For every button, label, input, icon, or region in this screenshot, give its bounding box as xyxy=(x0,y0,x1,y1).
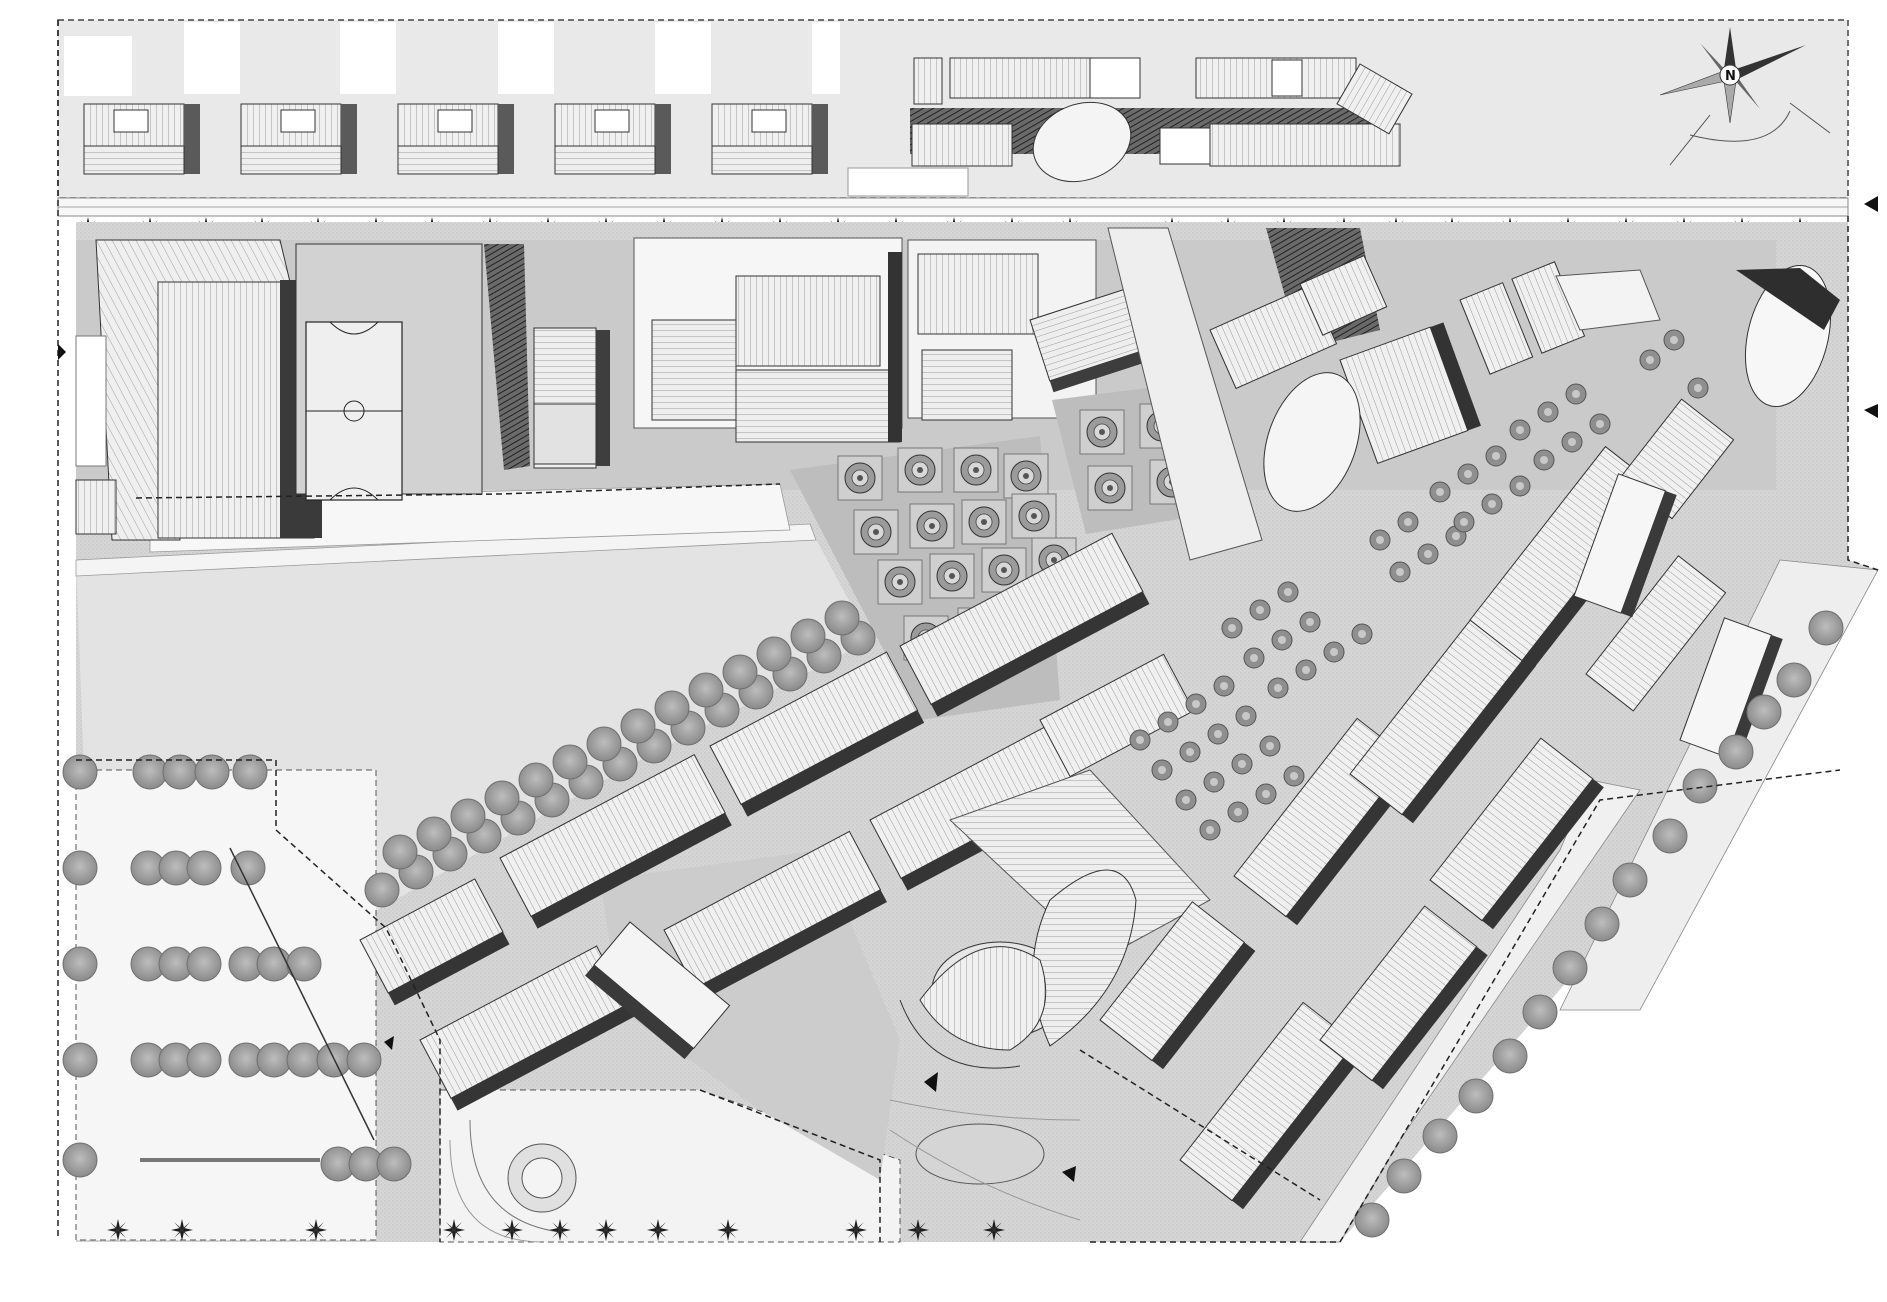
small-block-west xyxy=(533,327,610,469)
entrance-markers xyxy=(58,196,1878,1182)
residential-houses xyxy=(64,22,840,175)
gymnasium xyxy=(75,239,483,541)
north-east-cluster xyxy=(1107,227,1840,561)
oval-pavilion xyxy=(899,869,1137,1069)
site-boundary xyxy=(57,20,1879,1243)
classroom-block-north xyxy=(633,237,1149,443)
hatched-planting-strip xyxy=(484,244,530,470)
main-wings xyxy=(359,532,1211,1111)
north-complex xyxy=(847,57,1413,197)
parking-trees xyxy=(62,754,412,1182)
north-arrow: N xyxy=(1659,27,1831,166)
north-label: N xyxy=(1725,69,1736,84)
east-wings xyxy=(1099,398,1783,1210)
south-plaza xyxy=(449,1099,1081,1243)
